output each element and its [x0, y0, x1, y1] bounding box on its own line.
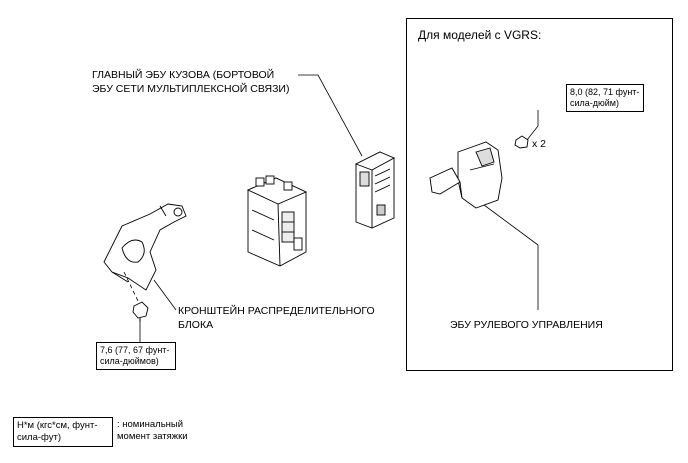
junction-block-drawing: [246, 175, 308, 267]
bracket-torque-spec-line-1: 7,6 (77, 67 фунт-: [100, 345, 170, 355]
legend-symbol-line-1: Н*м (кгс*см, фунт-: [17, 420, 98, 431]
bracket-label-line-1: КРОНШТЕЙН РАСПРЕДЕЛИТЕЛЬНОГО: [178, 305, 375, 317]
vgrs-bolt-drawing: [514, 135, 529, 149]
bracket-label-line-2: БЛОКА: [178, 319, 214, 331]
main-body-ecu-label-line-1: ГЛАВНЫЙ ЭБУ КУЗОВА (БОРТОВОЙ: [92, 69, 275, 81]
main-ecu-leader: [298, 74, 363, 157]
main-body-ecu-label-line-2: ЭБУ СЕТИ МУЛЬТИПЛЕКСНОЙ СВЯЗИ): [92, 83, 290, 95]
legend-symbol-box: Н*м (кгс*см, фунт- сила-фут): [13, 417, 113, 447]
bracket-leader: [153, 279, 177, 311]
vgrs-panel-frame: [406, 18, 673, 371]
bracket-torque-spec: 7,6 (77, 67 фунт- сила-дюймов): [96, 342, 176, 370]
legend-symbol-line-2: сила-фут): [17, 432, 62, 443]
main-body-ecu-drawing: [354, 151, 396, 229]
main-body-ecu-label: ГЛАВНЫЙ ЭБУ КУЗОВА (БОРТОВОЙ ЭБУ СЕТИ МУ…: [92, 68, 289, 96]
bracket-drawing: [103, 203, 187, 291]
legend-description: : номинальный момент затяжки: [117, 419, 188, 443]
vgrs-panel-title: Для моделей с VGRS:: [418, 28, 542, 42]
steering-ecu-label: ЭБУ РУЛЕВОГО УПРАВЛЕНИЯ: [450, 319, 603, 331]
vgrs-bolt-leader: [526, 110, 539, 141]
steering-ecu-drawing: [429, 141, 503, 209]
bracket-bolt-axis: [123, 271, 141, 306]
vgrs-torque-spec-line-2: сила-дюйм): [570, 98, 619, 108]
vgrs-torque-spec-line-1: 8,0 (82, 71 фунт-: [570, 87, 640, 97]
bracket-bolt-drawing: [132, 301, 149, 322]
legend-description-line-2: момент затяжки: [117, 431, 188, 442]
steering-ecu-leader: [479, 201, 539, 310]
vgrs-bolt-quantity: x 2: [532, 138, 547, 150]
bracket-torque-spec-line-2: сила-дюймов): [100, 356, 159, 366]
vgrs-torque-spec: 8,0 (82, 71 фунт- сила-дюйм): [566, 84, 644, 112]
legend-description-line-1: : номинальный: [117, 419, 184, 430]
bracket-label: КРОНШТЕЙН РАСПРЕДЕЛИТЕЛЬНОГО БЛОКА: [178, 304, 375, 332]
